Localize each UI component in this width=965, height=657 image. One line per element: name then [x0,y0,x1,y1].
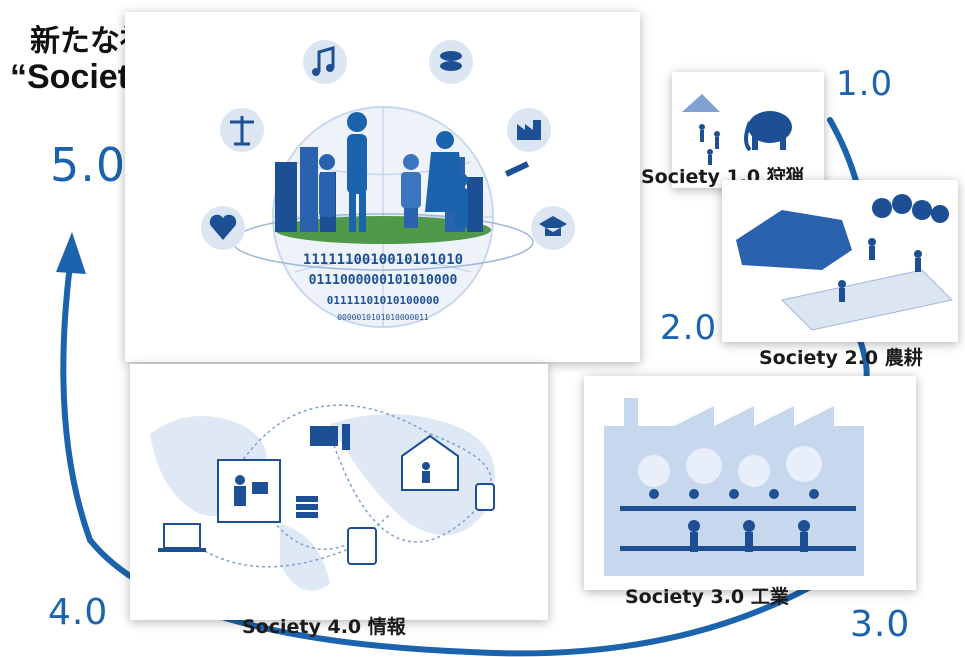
panel-society5: 1111110010010101010 0111000000101010000 … [125,12,640,362]
factory-icon [507,108,551,152]
scales-icon [220,108,264,152]
panel-society3 [584,376,916,590]
stage-number-5: 5.0 [50,138,127,192]
caption-society3: Society 3.0 工業 [625,586,789,608]
binary-row-4: 0000010101010000011 [337,313,429,322]
binary-row-2: 0111000000101010000 [309,273,458,288]
panel-society4 [130,364,548,620]
office-worker-icon [217,459,281,523]
building [275,162,297,232]
castle [736,210,852,270]
stage-number-4: 4.0 [48,592,109,633]
society2-illustration [736,194,954,331]
satellite-icon [504,161,530,177]
stage-number-2: 2.0 [660,308,718,348]
stage-number-1: 1.0 [836,64,894,104]
smartphone-icon [475,483,495,511]
panel-society1 [672,72,824,188]
caption-society4: Society 4.0 情報 [242,616,406,638]
network-links [179,404,492,568]
rice-field [780,269,954,331]
trees [872,194,949,223]
gears [638,446,822,487]
factory-wall [604,426,864,576]
building [300,147,318,232]
laptop-icon [158,523,206,552]
mammoth-icon [744,111,792,152]
society5-illustration: 1111110010010101010 0111000000101010000 … [201,40,575,328]
caption-society2: Society 2.0 農耕 [759,347,923,369]
robot [401,154,421,228]
coins-icon [429,40,473,84]
panel-society2 [722,180,958,342]
cycle-arc-left [60,262,93,543]
society1-illustration [682,94,792,165]
binary-row-1: 1111110010010101010 [303,252,463,268]
stage-number-3: 3.0 [850,604,911,645]
chimney [624,398,638,428]
music-icon [303,40,347,84]
people-group [319,112,468,232]
conveyor-upper [620,506,856,511]
home-worker-icon [401,434,459,491]
server-icon [296,496,318,518]
mountains [682,94,720,112]
workers [649,489,819,552]
society3-illustration [604,398,864,576]
tablet-icon [347,527,377,565]
conveyor-lower [620,546,856,551]
binary-row-3: 01111101010100000 [327,294,440,307]
society4-illustration [150,404,495,591]
hunters [699,124,720,165]
heart-medical-icon [201,206,245,250]
farmers [838,238,922,302]
cycle-arrowhead [56,232,86,274]
graduation-cap-icon [531,206,575,250]
factory-roof [674,406,834,426]
building [467,177,483,232]
desktop-computer-icon [310,424,350,450]
